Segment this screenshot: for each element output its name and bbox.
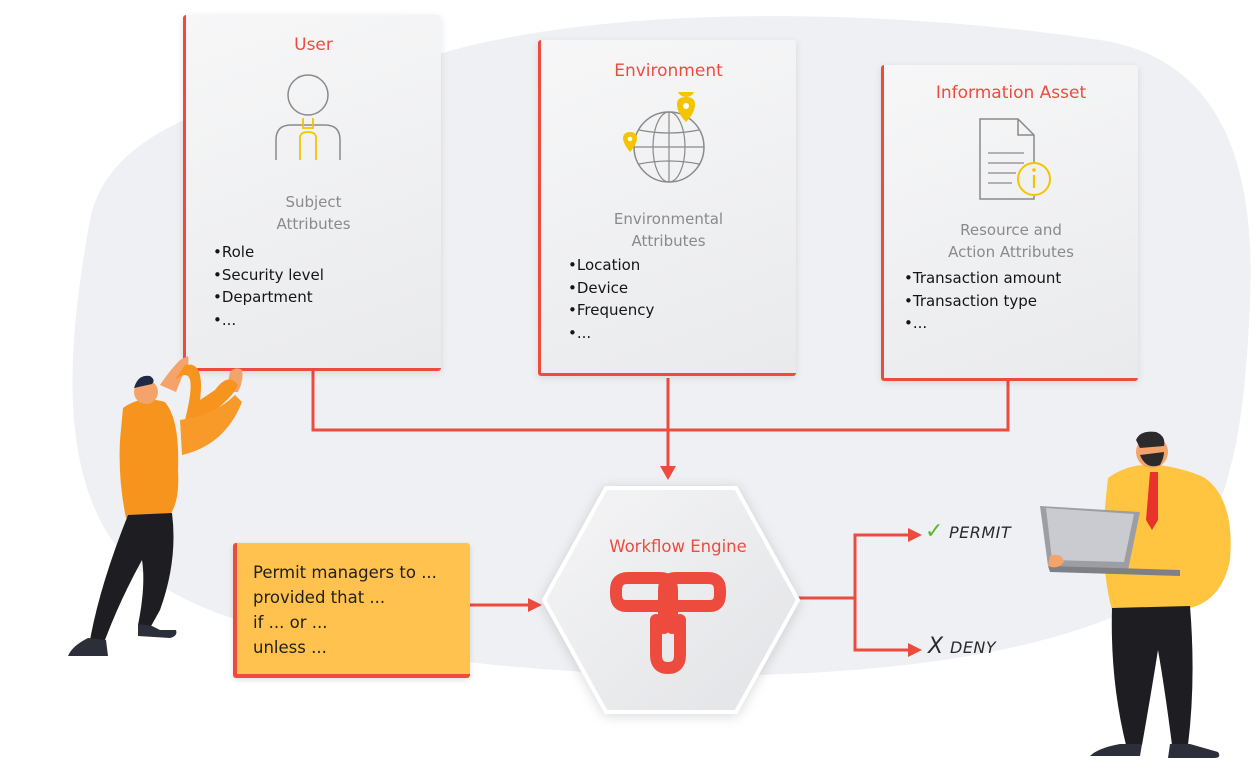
list-item: ... [904, 312, 1061, 335]
document-info-icon [979, 118, 1051, 200]
checkmark-icon: ✓ [925, 519, 944, 544]
card-title: Environment [614, 61, 723, 81]
attribute-list: Location Device Frequency ... [568, 254, 655, 345]
cross-icon: X [928, 634, 944, 659]
attribute-merge-line [311, 370, 1010, 432]
policy-line: Permit managers to ... [253, 563, 437, 582]
list-item: Frequency [568, 299, 655, 322]
workflow-engine-label: Workflow Engine [609, 537, 747, 556]
list-item: Department [213, 286, 324, 309]
list-item: Role [213, 241, 324, 264]
list-item: ... [568, 322, 654, 345]
arrowhead-to-engine [660, 466, 676, 480]
card-title: User [294, 35, 333, 55]
subtitle-line: Environmental [613, 210, 724, 228]
policy-line: if ... or ... [253, 613, 328, 632]
subtitle-line: Attributes [631, 232, 706, 250]
subtitle-line: Subject [285, 193, 342, 211]
engine-to-permit-line [798, 533, 912, 600]
list-item: ... [213, 309, 324, 332]
permit-label: PERMIT [949, 523, 1012, 542]
arrowhead-deny [908, 643, 922, 657]
policy-rules-box: Permit managers to ... provided that ...… [233, 543, 470, 678]
card-subtitle: Resource and Action Attributes [884, 219, 1138, 263]
engine-to-deny-line [853, 598, 912, 652]
card-subtitle: Environmental Attributes [541, 208, 796, 252]
globe-location-icon [623, 92, 705, 183]
list-item: Transaction type [904, 290, 1061, 313]
policy-line: unless ... [253, 638, 327, 657]
list-item: Device [568, 277, 654, 300]
card-subtitle: Subject Attributes [186, 191, 441, 235]
environment-attributes-card: Environment Environmental Attributes Loc… [538, 40, 796, 376]
arrowhead-policy [528, 598, 542, 612]
deny-label: DENY [950, 638, 997, 657]
subtitle-line: Action Attributes [948, 243, 1074, 261]
subtitle-line: Resource and [960, 221, 1062, 239]
user-attributes-card: User Subject Attributes Role Security le… [183, 15, 441, 371]
arrowhead-permit [908, 528, 922, 542]
list-item: Security level [213, 264, 324, 287]
list-item: Location [568, 254, 654, 277]
card-title: Information Asset [935, 83, 1087, 103]
list-item: Transaction amount [904, 267, 1061, 290]
user-icon [275, 74, 341, 160]
attribute-list: Role Security level Department ... [213, 241, 324, 331]
attribute-list: Transaction amount Transaction type ... [904, 267, 1061, 335]
policy-line: provided that ... [253, 588, 386, 607]
information-asset-card: Information Asset Resource and Action At… [881, 65, 1138, 381]
subtitle-line: Attributes [276, 215, 351, 233]
